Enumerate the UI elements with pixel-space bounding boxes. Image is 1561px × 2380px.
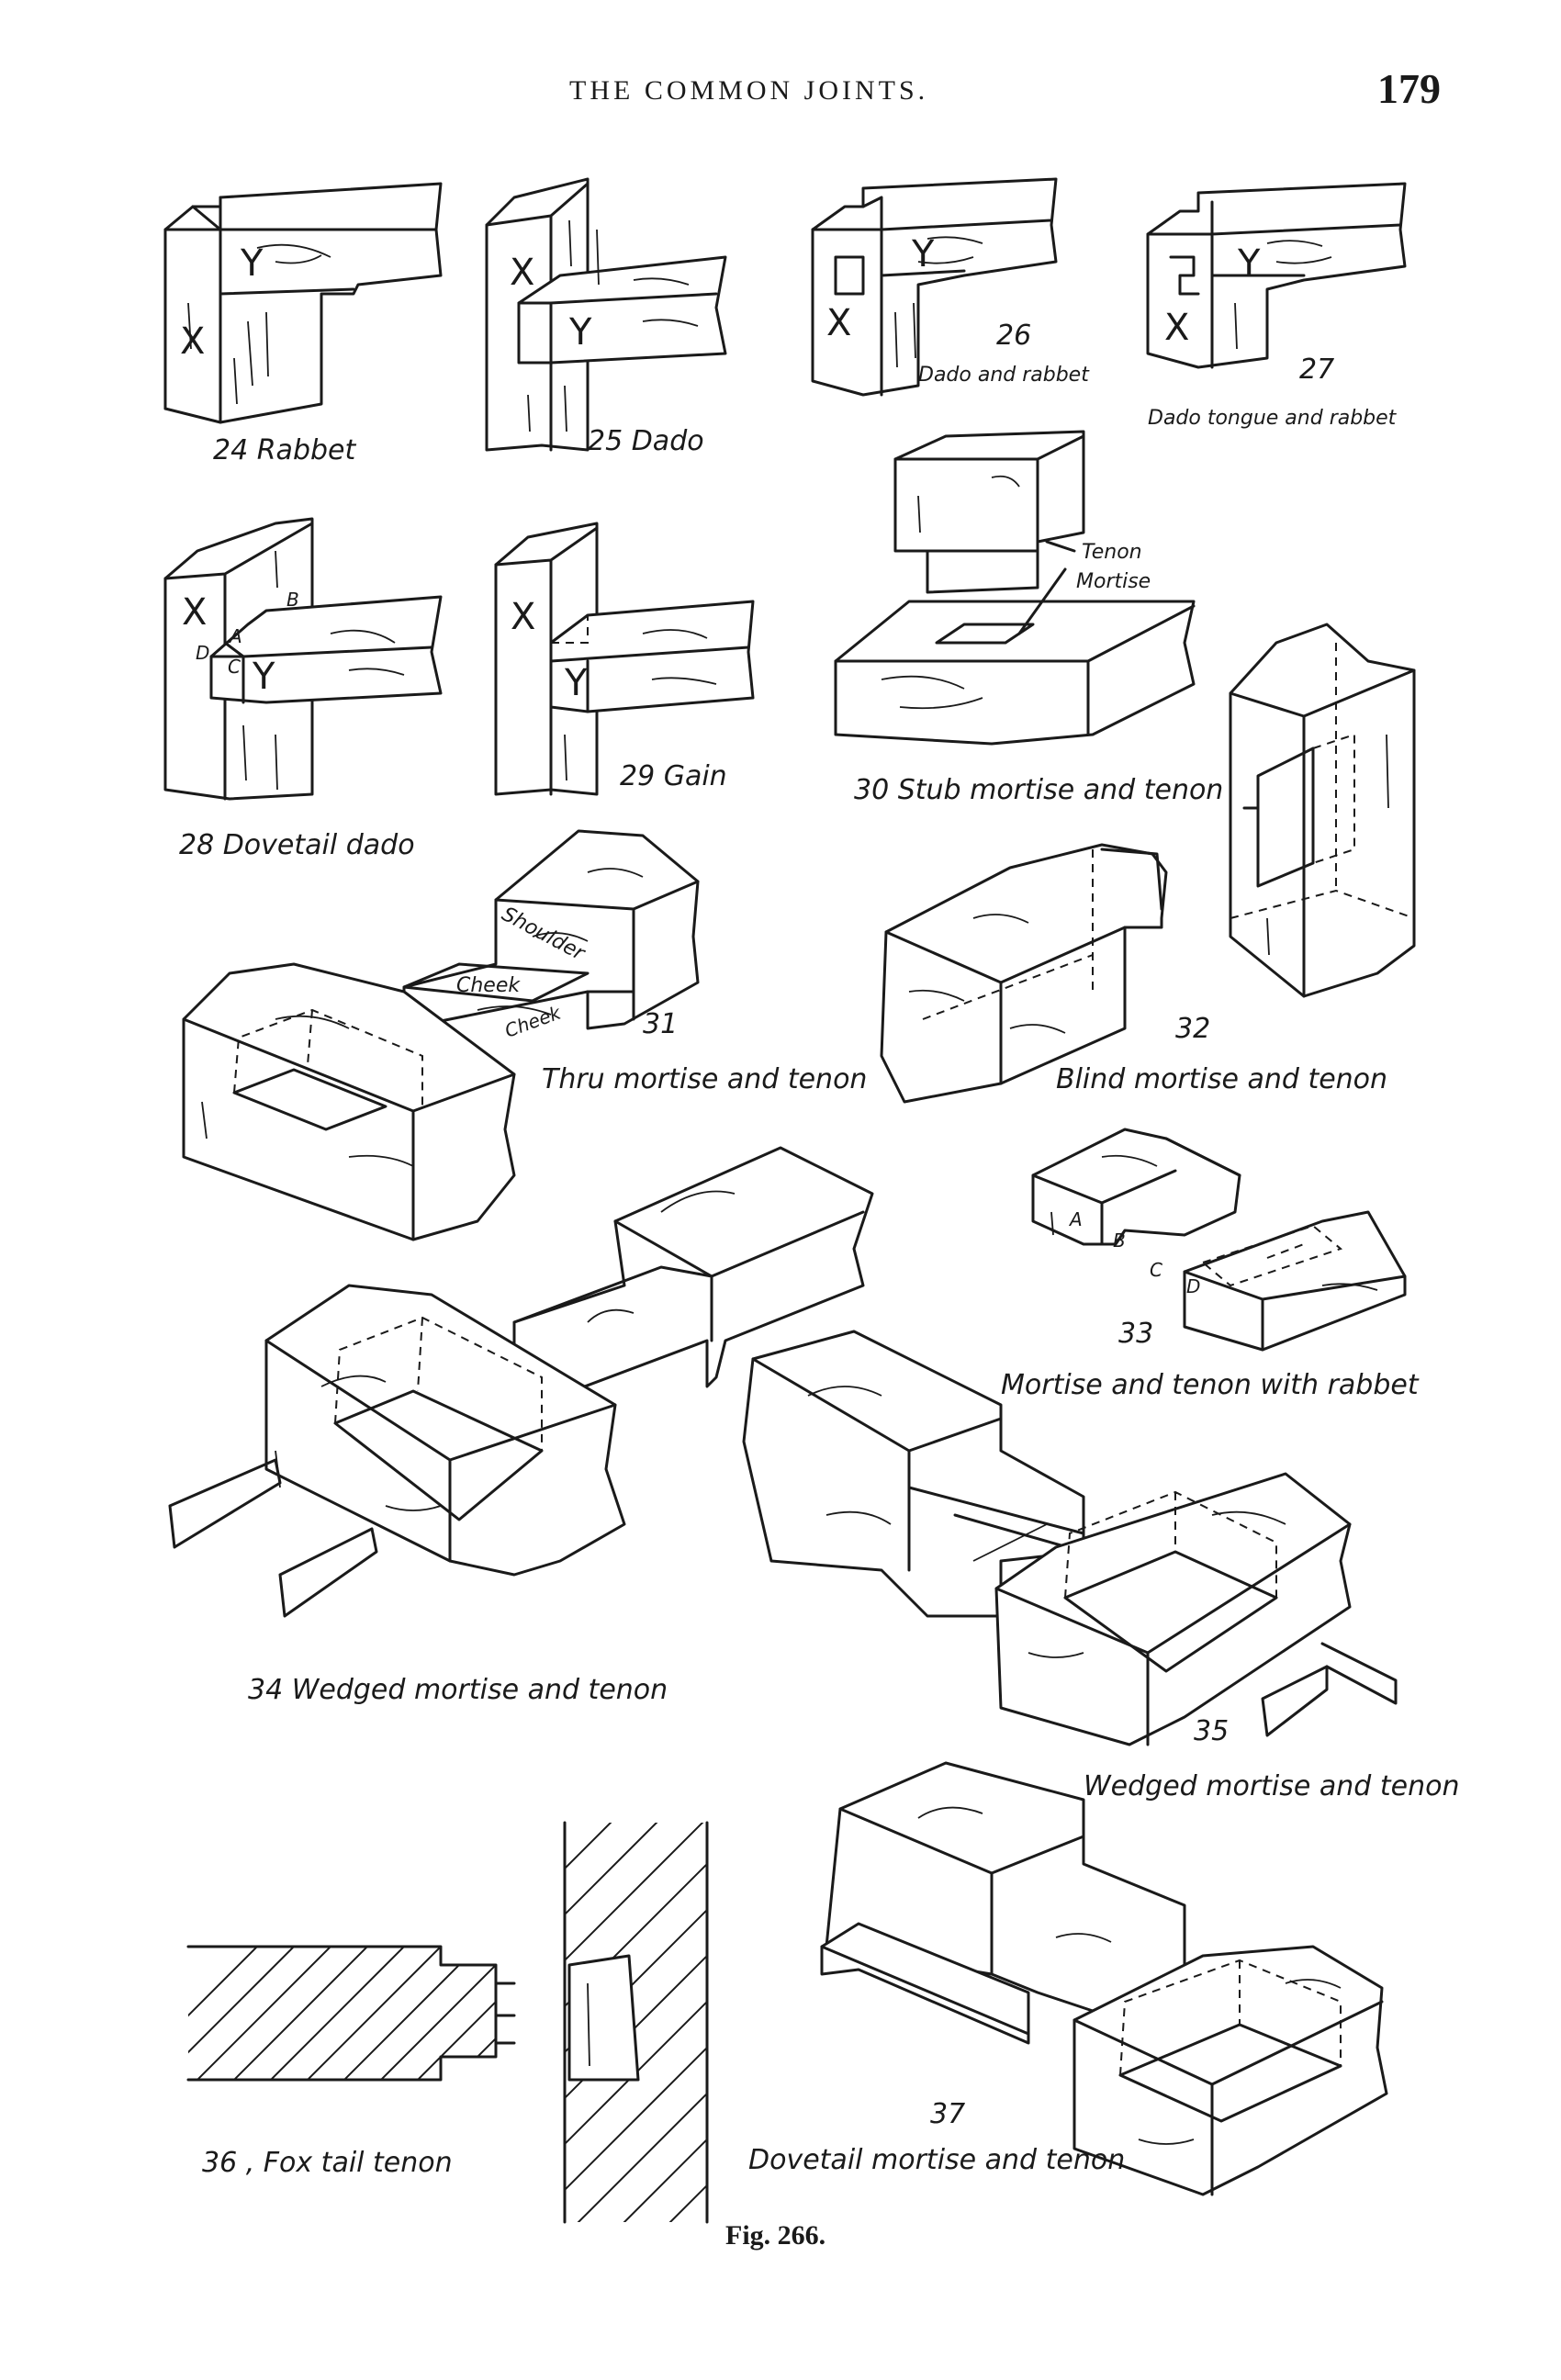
figure-31-label-cheek-top: Cheek	[456, 974, 521, 997]
figure-28-point-d: D	[196, 642, 209, 664]
figure-24-caption: 24 Rabbet	[213, 434, 356, 466]
figure-26-mark-x: X	[826, 302, 851, 344]
figure-36-fox-tail-tenon: 36 , Fox tail tenon	[186, 1821, 709, 2224]
figure-37-caption: Dovetail mortise and tenon	[748, 2144, 1125, 2176]
figure-29-gain: X Y 29 Gain	[494, 522, 755, 796]
figure-33-caption: Mortise and tenon with rabbet	[1001, 1369, 1420, 1401]
figure-24-mark-y: Y	[240, 242, 264, 285]
figure-27-mark-x: X	[1164, 307, 1189, 349]
figure-35-number: 35	[1194, 1715, 1229, 1747]
figure-30-label-mortise: Mortise	[1076, 570, 1151, 593]
figure-25-dado: X Y 25 Dado	[485, 177, 727, 457]
figure-35-caption: Wedged mortise and tenon	[1084, 1770, 1459, 1802]
figure-25-mark-y: Y	[568, 311, 592, 354]
figure-28-dovetail-dado: X Y B A D C 28 Dovetail dado	[163, 517, 443, 861]
figure-26-mark-y: Y	[911, 233, 935, 275]
figure-24-rabbet: Y X 24 Rabbet	[163, 182, 443, 466]
running-head: THE COMMON JOINTS.	[569, 75, 929, 106]
figure-26-caption: Dado and rabbet	[918, 364, 1090, 387]
figure-30-label-tenon: Tenon	[1082, 541, 1142, 564]
figure-27-number: 27	[1299, 354, 1334, 386]
page-number: 179	[1377, 65, 1441, 112]
figure-33-point-a: A	[1068, 1208, 1083, 1230]
figure-25-caption: 25 Dado	[588, 425, 704, 457]
figure-26-dado-and-rabbet: Y X 26 Dado and rabbet	[811, 177, 1090, 397]
figure-caption: Fig. 266.	[725, 2220, 826, 2251]
figure-27-dado-tongue-and-rabbet: Y X 27 Dado tongue and rabbet	[1146, 182, 1407, 430]
figure-37-number: 37	[930, 2098, 965, 2130]
figure-27-mark-y: Y	[1237, 242, 1261, 285]
figure-30-caption: 30 Stub mortise and tenon	[854, 774, 1223, 806]
figure-33-mortise-and-tenon-with-rabbet: A B C D 33 Mortise and tenon with rabbet	[1001, 1128, 1420, 1401]
figure-34-caption: 34 Wedged mortise and tenon	[248, 1674, 668, 1706]
figure-37-dovetail-mortise-and-tenon: 37 Dovetail mortise and tenon	[748, 1761, 1388, 2196]
figure-27-caption: Dado tongue and rabbet	[1148, 407, 1398, 430]
figure-28-point-b: B	[286, 589, 299, 611]
figure-32-post	[1229, 623, 1416, 998]
figure-35-wedged-mortise-and-tenon: 35 Wedged mortise and tenon	[742, 1330, 1459, 1802]
figure-28-mark-y: Y	[252, 656, 275, 698]
figure-32-blind-mortise-and-tenon: 32 Blind mortise and tenon	[880, 843, 1387, 1104]
figure-24-mark-x: X	[180, 320, 205, 363]
figure-29-mark-y: Y	[564, 662, 588, 704]
figure-33-point-b: B	[1113, 1229, 1126, 1252]
figure-34-wedged-mortise-and-tenon: 34 Wedged mortise and tenon	[168, 1146, 874, 1706]
figure-33-number: 33	[1118, 1318, 1153, 1350]
figure-33-point-c: C	[1150, 1259, 1162, 1281]
figure-31-number: 31	[643, 1008, 678, 1040]
figure-25-mark-x: X	[510, 252, 534, 294]
figure-28-mark-x: X	[182, 591, 207, 634]
figure-36-caption: 36 , Fox tail tenon	[202, 2147, 453, 2179]
figure-30-stub-mortise-and-tenon: Tenon Mortise 30 Stub mortise and tenon	[834, 430, 1223, 806]
figure-29-caption: 29 Gain	[620, 760, 727, 792]
figure-31-caption: Thru mortise and tenon	[542, 1063, 867, 1095]
figure-33-point-d: D	[1186, 1275, 1200, 1297]
page-header: THE COMMON JOINTS. 179	[0, 0, 1561, 138]
figure-31-thru-mortise-and-tenon: Shoulder Cheek Cheek 31 Thru mortise and…	[182, 829, 867, 1241]
figure-28-point-a: A	[228, 625, 242, 647]
figure-32-number: 32	[1175, 1013, 1210, 1045]
figure-28-caption: 28 Dovetail dado	[179, 829, 415, 861]
figure-29-mark-x: X	[511, 596, 535, 638]
figure-32-caption: Blind mortise and tenon	[1056, 1063, 1387, 1095]
figure-26-number: 26	[996, 320, 1031, 352]
figure-28-point-c: C	[228, 656, 241, 678]
